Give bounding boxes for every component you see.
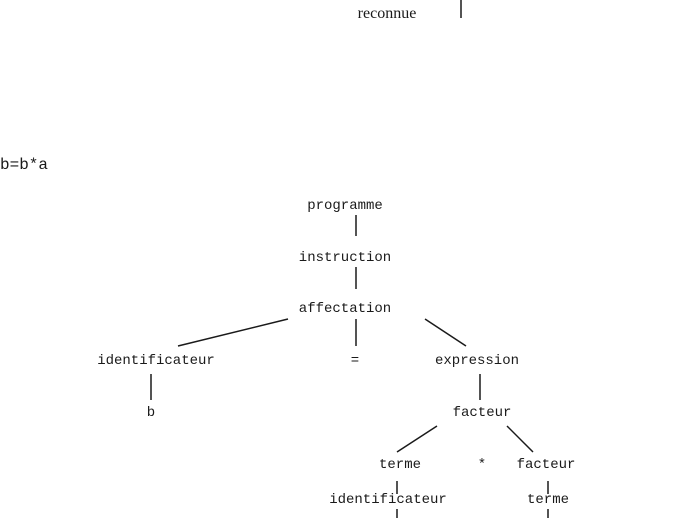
node-identificateur-left: identificateur <box>97 353 215 369</box>
node-instruction: instruction <box>298 250 392 266</box>
node-programme: programme <box>307 198 383 214</box>
node-affectation: affectation <box>298 301 392 317</box>
node-right-facteur: facteur <box>516 457 576 473</box>
edge-facteur-right-facteur <box>506 425 534 453</box>
node-terme-bottom: terme <box>526 492 570 508</box>
node-times: * <box>477 457 487 473</box>
edge-affectation-identificateur <box>177 318 289 347</box>
top-fragment-label: reconnue <box>357 5 417 22</box>
edge-facteur-terme <box>396 425 438 453</box>
edge-affectation-expression <box>424 318 467 347</box>
node-terme: terme <box>378 457 422 473</box>
node-expression: expression <box>434 353 520 369</box>
node-b: b <box>146 405 156 421</box>
node-equals: = <box>350 353 360 369</box>
node-facteur: facteur <box>452 405 512 421</box>
input-expression: b=b*a <box>0 156 49 174</box>
node-identificateur-bottom: identificateur <box>329 492 447 508</box>
